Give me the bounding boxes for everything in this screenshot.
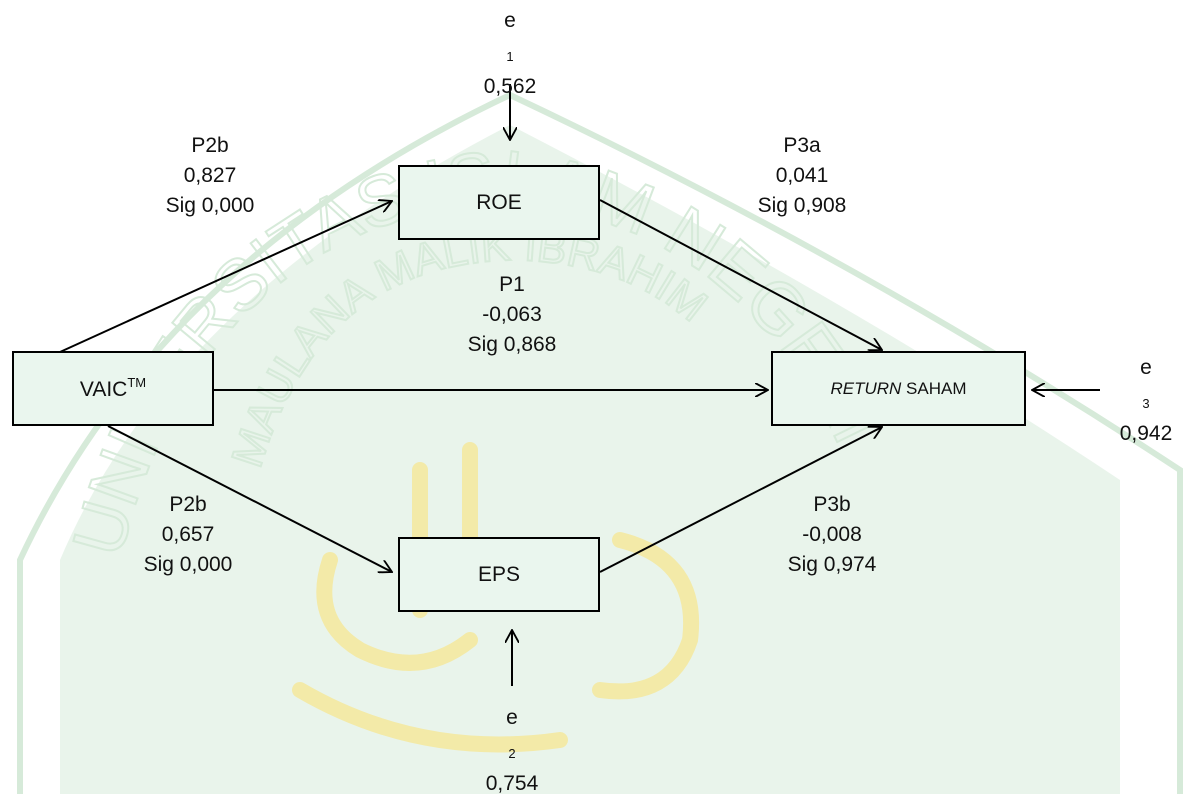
path-significance: Sig 0,000 — [98, 550, 278, 580]
path-coefficient: 0,657 — [98, 520, 278, 550]
error-e2-value: 0,754 — [452, 769, 572, 799]
path-significance: Sig 0,974 — [742, 550, 922, 580]
path-coefficient: -0,008 — [742, 520, 922, 550]
edge-roe-to-return — [600, 200, 882, 350]
path-label-vaic-roe: P2b 0,827 Sig 0,000 — [120, 131, 300, 221]
node-eps-label: EPS — [478, 563, 520, 587]
path-coefficient: 0,041 — [712, 161, 892, 191]
path-name: P2b — [120, 131, 300, 161]
node-roe-label: ROE — [476, 191, 522, 215]
path-significance: Sig 0,000 — [120, 191, 300, 221]
node-vaic-label: VAICTM — [80, 375, 146, 402]
path-significance: Sig 0,908 — [712, 191, 892, 221]
path-name: P3a — [712, 131, 892, 161]
node-eps: EPS — [398, 537, 600, 612]
node-return-saham: RETURN SAHAM — [771, 351, 1026, 426]
path-label-vaic-eps: P2b 0,657 Sig 0,000 — [98, 490, 278, 580]
node-vaic: VAICTM — [12, 351, 214, 426]
path-coefficient: 0,827 — [120, 161, 300, 191]
node-return-saham-label: RETURN SAHAM — [830, 379, 966, 399]
path-name: P1 — [412, 270, 612, 300]
edge-vaic-to-roe — [60, 201, 392, 352]
path-name: P3b — [742, 490, 922, 520]
node-vaic-superscript: TM — [127, 375, 146, 390]
path-label-roe-return: P3a 0,041 Sig 0,908 — [712, 131, 892, 221]
path-label-eps-return: P3b -0,008 Sig 0,974 — [742, 490, 922, 580]
path-coefficient: -0,063 — [412, 300, 612, 330]
path-name: P2b — [98, 490, 278, 520]
path-label-vaic-return: P1 -0,063 Sig 0,868 — [412, 270, 612, 360]
path-significance: Sig 0,868 — [412, 330, 612, 360]
node-roe: ROE — [398, 165, 600, 240]
error-e3-value: 0,942 — [1098, 419, 1194, 449]
